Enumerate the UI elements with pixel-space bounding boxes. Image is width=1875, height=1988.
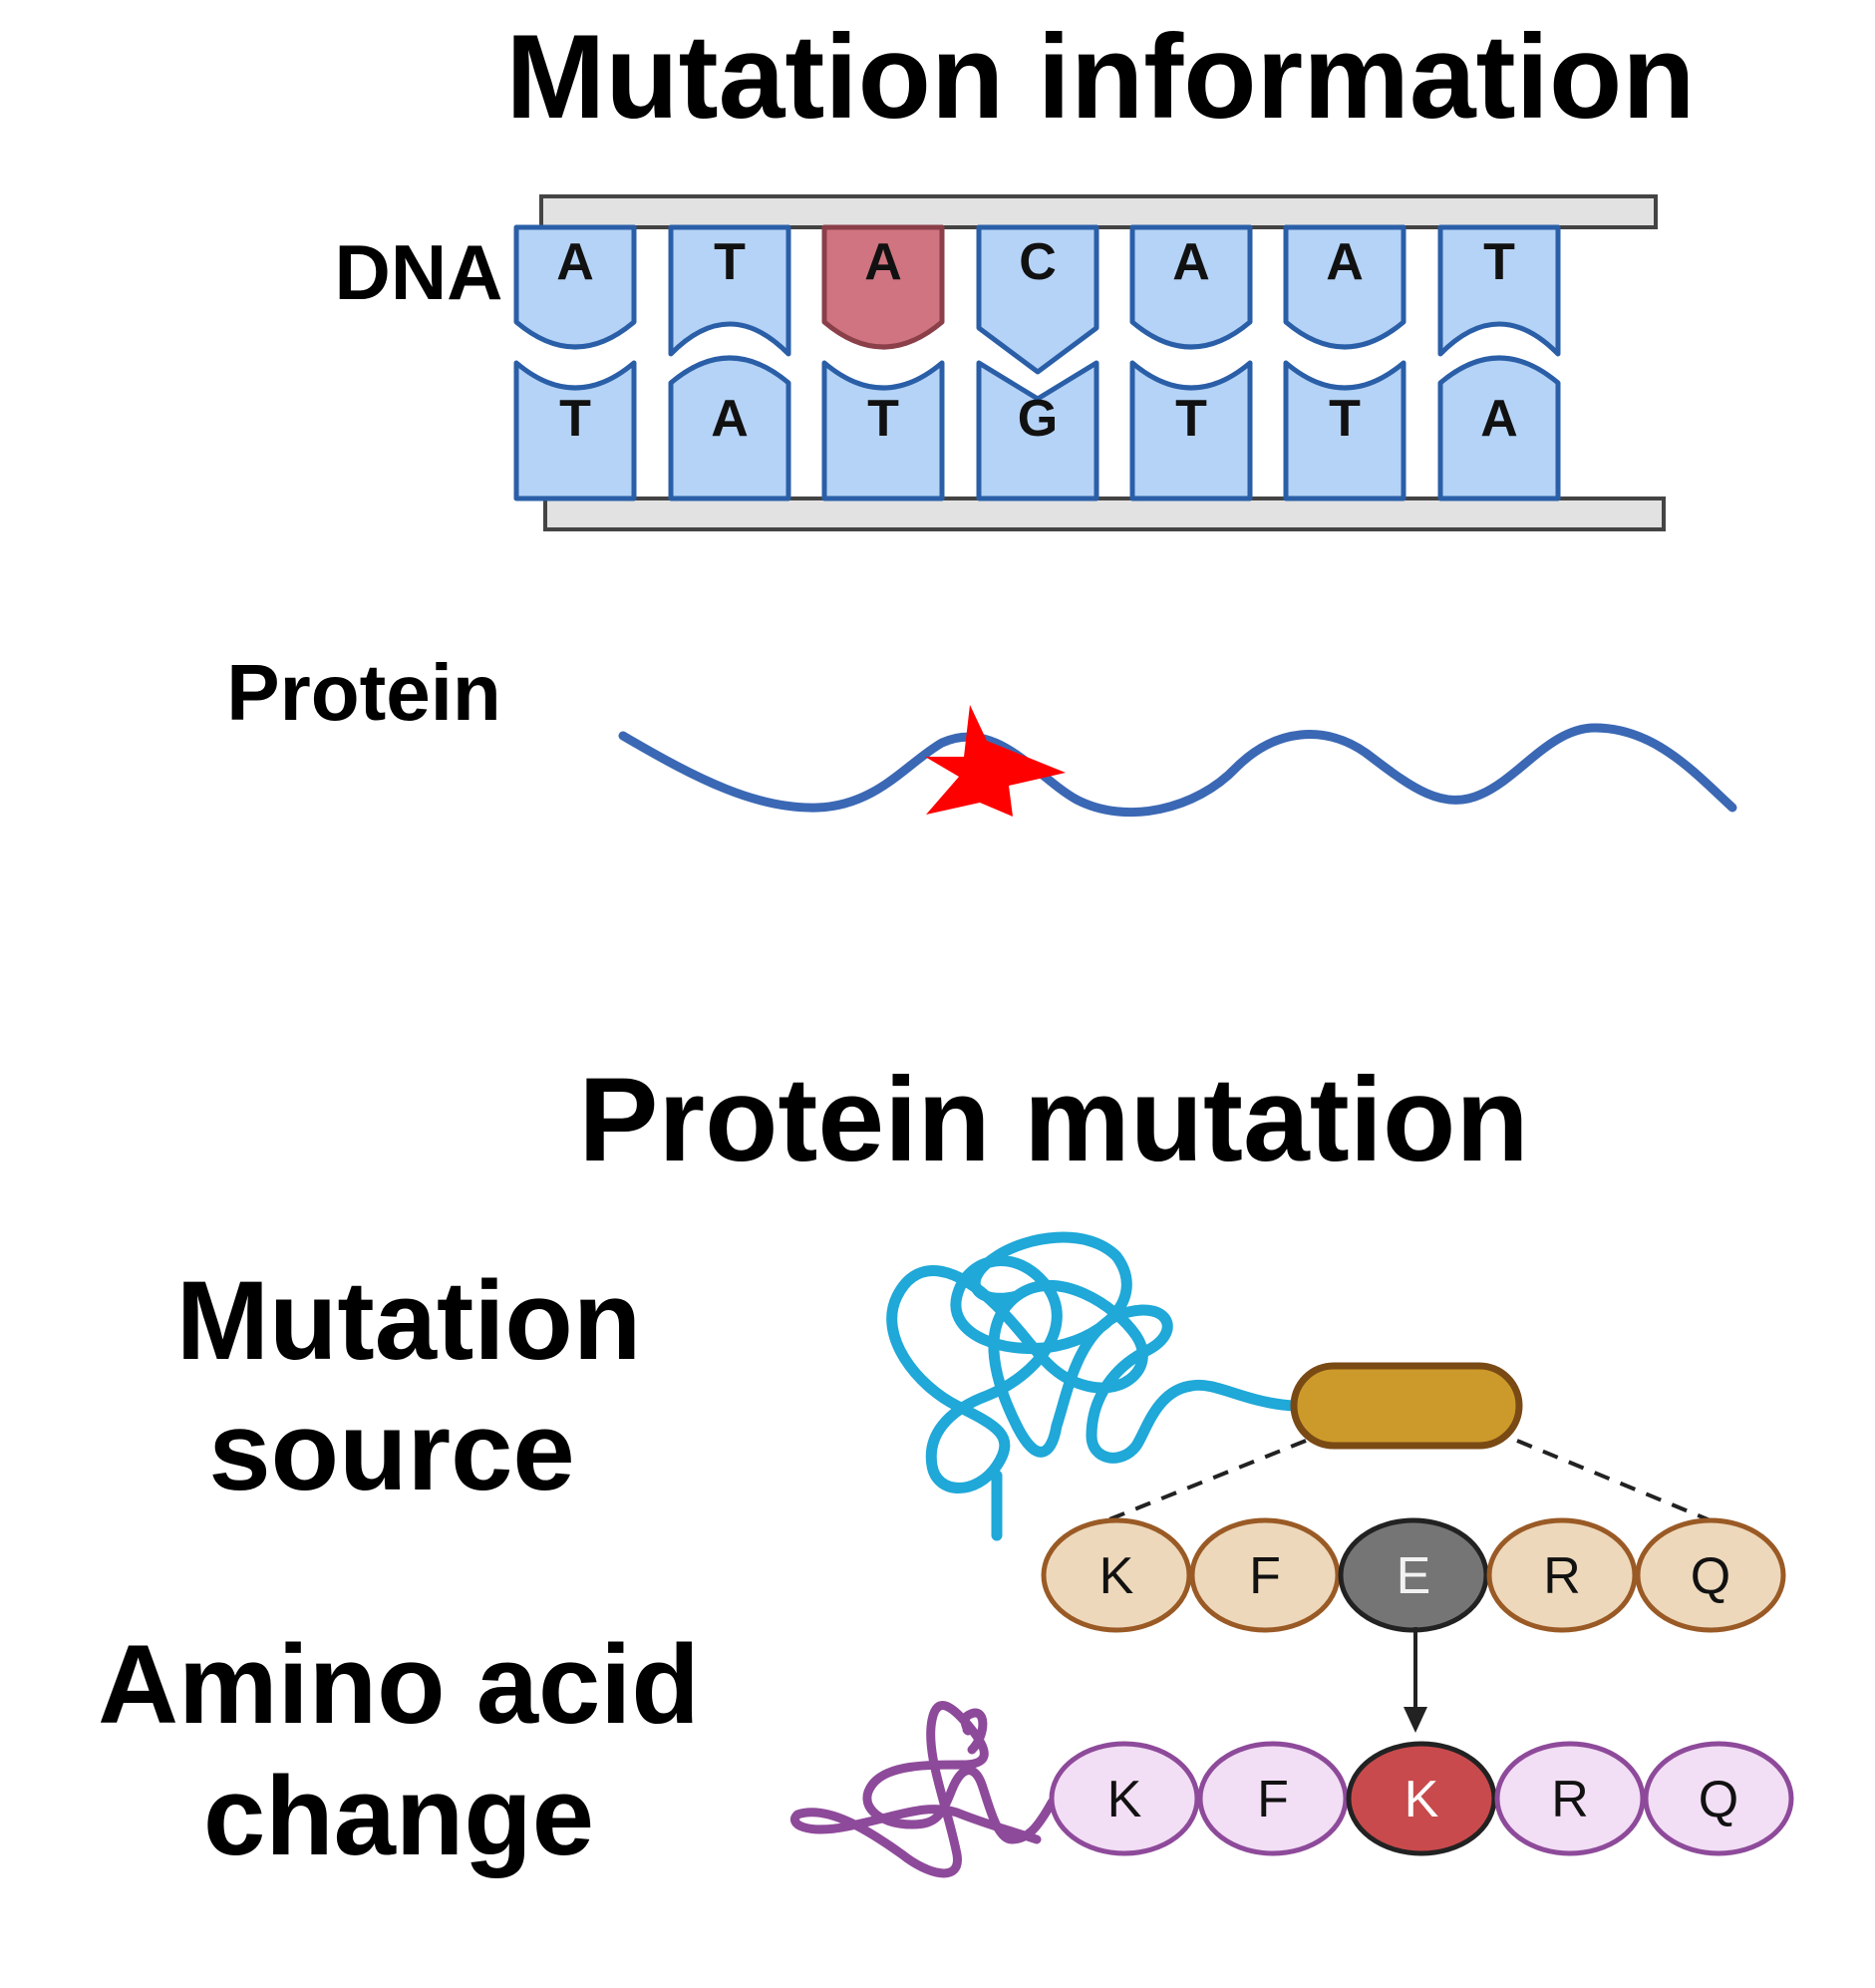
- aa-mutated-residue-highlight-shape: [1346, 1741, 1497, 1856]
- dna-bottom-base: T: [513, 360, 637, 501]
- dna-bottom-base-letter: A: [711, 390, 749, 448]
- aa-original-residue: R: [1486, 1517, 1638, 1633]
- title-protein-mutation: Protein mutation: [578, 1053, 1528, 1186]
- aa-original-residue-letter: E: [1397, 1547, 1431, 1605]
- dna-bottom-base-letter: T: [559, 390, 591, 448]
- dna-base-shape: [668, 355, 791, 501]
- aa-mutated-residue-shape: [1643, 1741, 1794, 1856]
- dna-base-shape: [976, 360, 1099, 501]
- dna-base-shape: [668, 224, 791, 357]
- aa-original-residue-shape: [1041, 1517, 1192, 1633]
- dna-top-base: A: [1129, 224, 1253, 350]
- source-protein-coil-icon: [886, 1231, 1302, 1493]
- label-amino-acid-change-line1: Amino acid: [98, 1622, 700, 1747]
- dna-base-shape: [1437, 355, 1561, 501]
- aa-mutated-residue-letter: R: [1551, 1771, 1589, 1828]
- dna-top-base: A: [1283, 224, 1406, 350]
- aa-original-residue-letter: Q: [1691, 1547, 1730, 1605]
- dna-bottom-base-letter: T: [867, 390, 899, 448]
- aa-original-residue-letter: K: [1099, 1547, 1134, 1605]
- changed-protein-coil-icon: [790, 1701, 1057, 1878]
- dna-bottom-base: T: [1129, 360, 1253, 501]
- mutation-star-icon: [925, 705, 1066, 817]
- dna-backbone-bottom: [543, 497, 1666, 531]
- dna-bottom-base-letter: T: [1175, 390, 1207, 448]
- dna-bottom-base: T: [821, 360, 945, 501]
- dna-top-base-letter: A: [556, 233, 594, 291]
- dna-base-shape: [513, 360, 637, 501]
- dna-top-base-letter: T: [714, 233, 746, 291]
- dna-base-shape: [513, 224, 637, 350]
- protein-chain: [618, 723, 1737, 818]
- dna-top-base-letter: C: [1019, 233, 1057, 291]
- aa-original-residue-shape: [1486, 1517, 1638, 1633]
- aa-mutated-residue-letter: Q: [1699, 1771, 1738, 1828]
- dna-top-base: A: [513, 224, 637, 350]
- dna-base-shape: [1283, 224, 1406, 350]
- dna-bottom-base-letter: A: [1480, 390, 1518, 448]
- aa-original-residue: Q: [1635, 1517, 1786, 1633]
- label-mutation-source-line2: source: [208, 1389, 574, 1513]
- dna-base-shape: [1129, 360, 1253, 501]
- dna-base-shape: [821, 360, 945, 501]
- aa-mutated-residue: F: [1197, 1741, 1349, 1856]
- dna-base-shape: [1129, 224, 1253, 350]
- aa-original-residue-letter: F: [1249, 1547, 1281, 1605]
- dna-backbone-top: [539, 194, 1658, 229]
- aa-mutated-residue: K: [1346, 1741, 1497, 1856]
- label-dna: DNA: [335, 228, 503, 316]
- dna-mutated-base-shape: [821, 224, 945, 350]
- aa-original-residue: K: [1041, 1517, 1192, 1633]
- dna-top-base-letter: A: [1326, 233, 1364, 291]
- aa-mutated-residue: Q: [1643, 1741, 1794, 1856]
- zoom-line-right: [1516, 1439, 1719, 1525]
- dna-bottom-base: A: [1437, 355, 1561, 501]
- dna-bottom-base: T: [1283, 360, 1406, 501]
- dna-bottom-base-letter: T: [1329, 390, 1361, 448]
- aa-mutated-residue: K: [1049, 1741, 1200, 1856]
- aa-original-residue-shape: [1189, 1517, 1341, 1633]
- aa-mutated-residue: R: [1494, 1741, 1646, 1856]
- aa-mutated-residue-shape: [1049, 1741, 1200, 1856]
- title-mutation-information: Mutation information: [505, 10, 1695, 144]
- dna-bottom-base: G: [976, 360, 1099, 501]
- aa-mutated-residue-shape: [1494, 1741, 1646, 1856]
- label-mutation-source-line1: Mutation: [176, 1258, 642, 1383]
- dna-top-base: T: [1437, 224, 1561, 357]
- aa-mutated-residue-letter: K: [1405, 1771, 1439, 1828]
- dna-top-base: C: [976, 224, 1099, 375]
- dna-top-base: T: [668, 224, 791, 357]
- aa-original-residue: E: [1338, 1517, 1489, 1633]
- dna-bottom-base-letter: G: [1018, 390, 1058, 448]
- dna-base-shape: [1283, 360, 1406, 501]
- label-amino-acid-change-line2: change: [203, 1754, 594, 1878]
- aa-original-residue: F: [1189, 1517, 1341, 1633]
- protein-domain: [1290, 1362, 1523, 1450]
- aa-mutated-residue-shape: [1197, 1741, 1349, 1856]
- aa-original-residue-shape: [1635, 1517, 1786, 1633]
- aa-mutated-residue-letter: F: [1257, 1771, 1289, 1828]
- dna-top-base-letter: T: [1483, 233, 1515, 291]
- mutation-arrowhead-icon: [1404, 1707, 1427, 1733]
- dna-top-base: A: [821, 224, 945, 350]
- zoom-line-left: [1103, 1439, 1307, 1523]
- dna-top-base-letter: A: [1172, 233, 1210, 291]
- dna-top-base-letter: A: [864, 233, 902, 291]
- dna-bottom-base: A: [668, 355, 791, 501]
- dna-double-strand: A T A C A A T T A T G T T A: [513, 194, 1666, 531]
- label-protein: Protein: [226, 648, 501, 737]
- aa-mutated-residue-letter: K: [1107, 1771, 1142, 1828]
- dna-base-shape: [976, 224, 1099, 375]
- aa-original-residue-letter: R: [1543, 1547, 1581, 1605]
- dna-base-shape: [1437, 224, 1561, 357]
